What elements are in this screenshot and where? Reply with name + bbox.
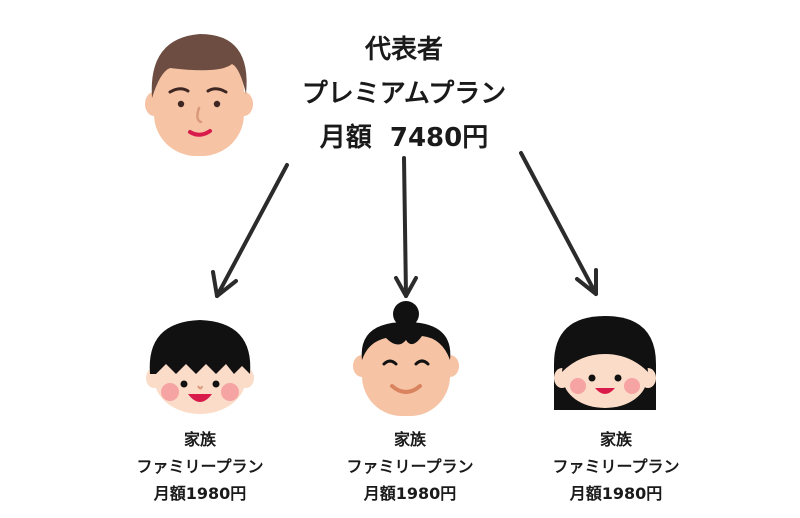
girl-face-icon bbox=[554, 316, 656, 410]
man-face-icon bbox=[145, 34, 253, 156]
member-1-plan: ファミリープラン bbox=[136, 457, 264, 476]
member-1-price: 月額1980円 bbox=[153, 484, 247, 503]
member-3-price: 月額1980円 bbox=[569, 484, 663, 503]
arrow-to-member-3 bbox=[519, 151, 598, 296]
member-1-label: 家族 ファミリープラン 月額1980円 bbox=[110, 426, 290, 507]
representative-label: 代表者 プレミアムプラン 月額 7480円 bbox=[270, 28, 538, 160]
member-3-role: 家族 bbox=[599, 430, 632, 449]
arrow-to-member-2 bbox=[394, 156, 418, 298]
member-2-role: 家族 bbox=[393, 430, 426, 449]
member-3-plan: ファミリープラン bbox=[552, 457, 680, 476]
member-2-price: 月額1980円 bbox=[363, 484, 457, 503]
representative-plan: プレミアムプラン bbox=[301, 79, 507, 109]
member-2-plan: ファミリープラン bbox=[346, 457, 474, 476]
representative-role: 代表者 bbox=[364, 35, 443, 65]
member-1-role: 家族 bbox=[183, 430, 216, 449]
member-2-label: 家族 ファミリープラン 月額1980円 bbox=[320, 426, 500, 507]
arrow-to-member-1 bbox=[211, 163, 289, 298]
boy-face-icon bbox=[146, 320, 254, 414]
member-3-label: 家族 ファミリープラン 月額1980円 bbox=[526, 426, 706, 507]
woman-face-icon bbox=[353, 301, 459, 416]
representative-price: 月額 7480円 bbox=[319, 123, 489, 153]
